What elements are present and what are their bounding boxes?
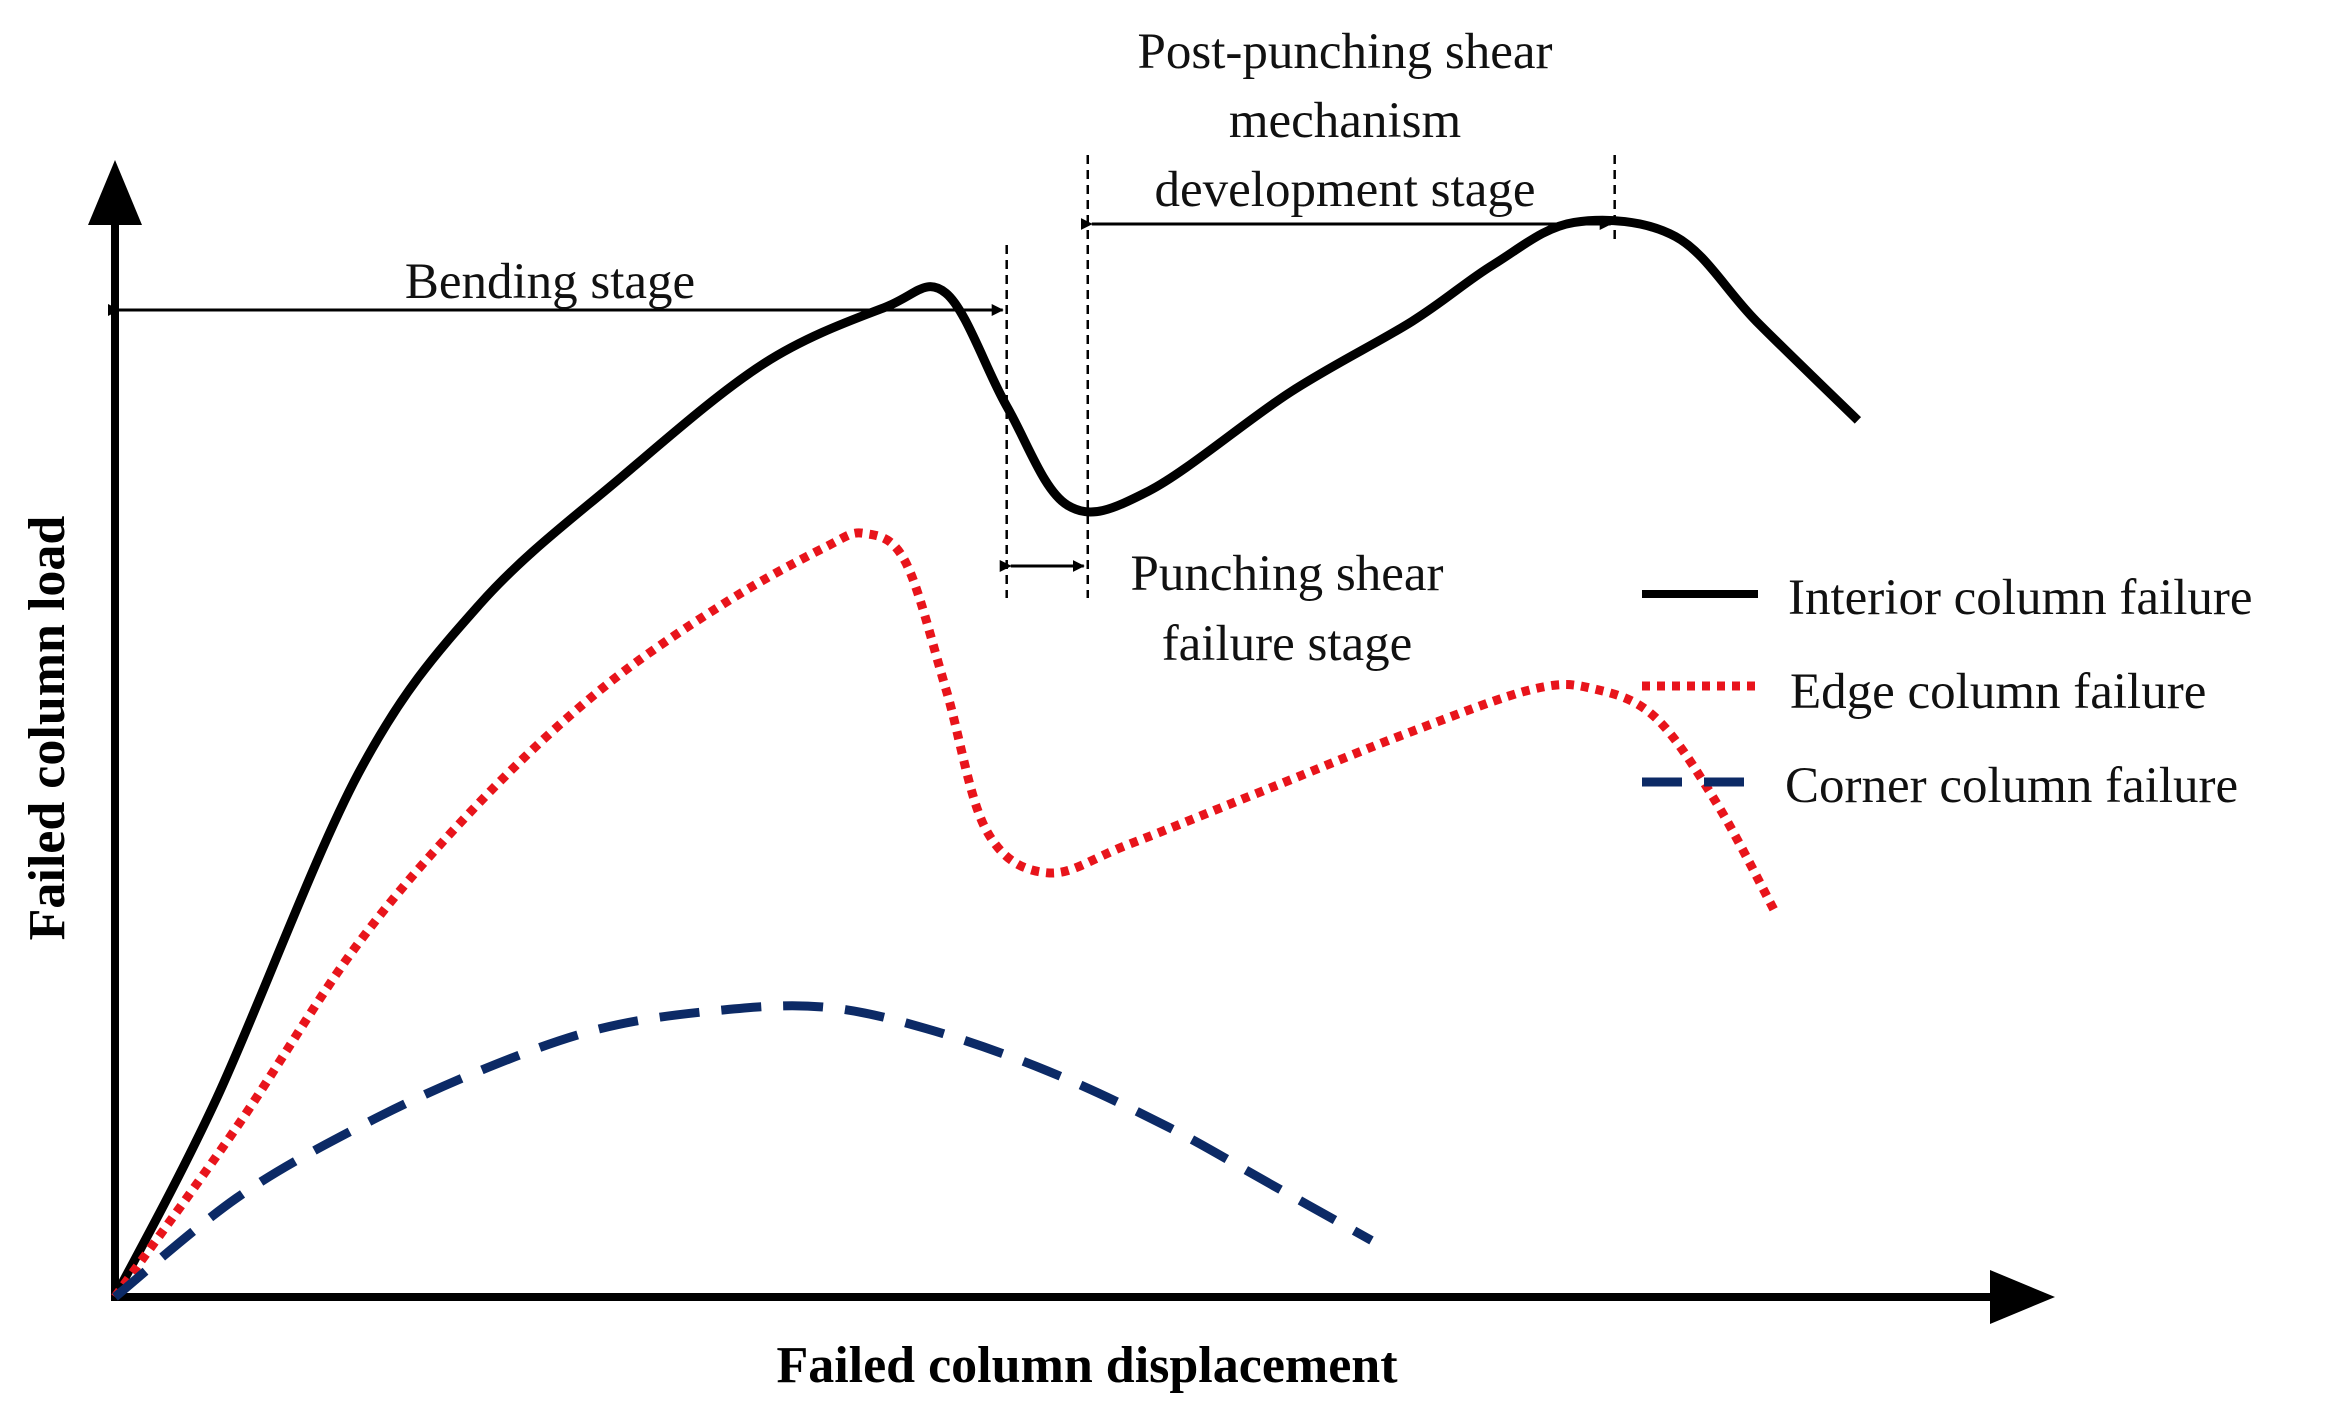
series-line-edge xyxy=(111,528,1781,1300)
legend-label-edge: Edge column failure xyxy=(1790,664,2206,720)
x-axis-label: Failed column displacement xyxy=(776,1337,1398,1394)
series-line-corner xyxy=(112,1001,1374,1301)
punching-label-line2: failure stage xyxy=(1162,616,1413,672)
y-axis-arrowhead xyxy=(88,160,142,225)
post-punching-label-line2: mechanism xyxy=(1229,93,1461,149)
punching-label-line1: Punching shear xyxy=(1130,546,1443,602)
post-punching-label-line3: development stage xyxy=(1155,162,1536,218)
stage-boundaries xyxy=(1005,155,1616,598)
legend: Interior column failure Edge column fail… xyxy=(1642,570,2252,814)
legend-label-interior: Interior column failure xyxy=(1788,570,2252,626)
y-axis-label: Failed column load xyxy=(19,516,76,941)
bending-stage-label: Bending stage xyxy=(405,254,695,310)
legend-label-corner: Corner column failure xyxy=(1785,758,2238,814)
x-axis-arrowhead xyxy=(1990,1270,2055,1324)
post-punching-label-line1: Post-punching shear xyxy=(1137,24,1552,80)
series-line-interior xyxy=(110,215,1862,1300)
series-layer xyxy=(110,215,1862,1301)
axes xyxy=(88,160,2055,1324)
stage-spans xyxy=(108,218,1612,572)
